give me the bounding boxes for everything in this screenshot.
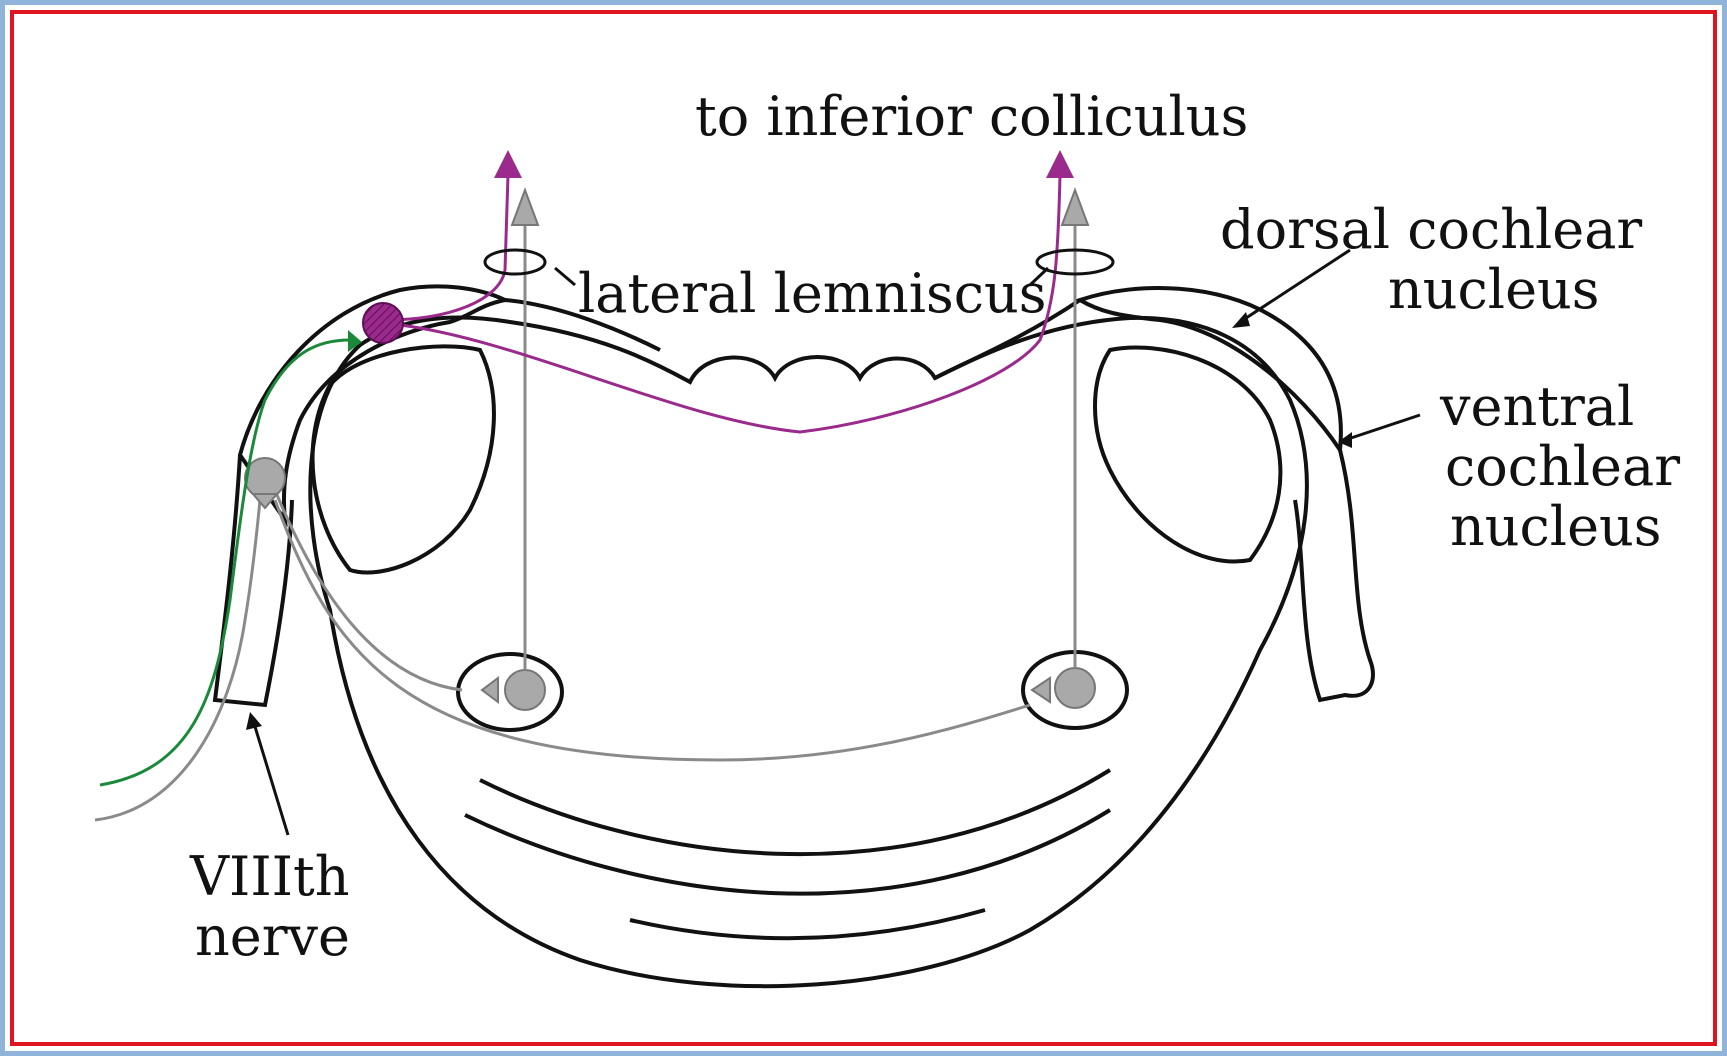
- right-inner-lobe: [1095, 348, 1280, 562]
- dorsal-cochlear-cell: [363, 303, 403, 343]
- label-ventral-line3: nucleus: [1450, 495, 1662, 558]
- ventral-leader: [1345, 415, 1420, 440]
- label-ventral-line1: ventral: [1439, 375, 1634, 438]
- ventral-cochlear-cell: [245, 458, 285, 498]
- label-dorsal-line2: nucleus: [1388, 258, 1600, 321]
- purple-pathway-ipsilateral: [385, 175, 508, 320]
- label-ventral-line2: cochlear: [1445, 435, 1680, 498]
- green-auditory-fiber: [100, 340, 350, 785]
- brainstem-outline: [310, 317, 1307, 986]
- right-dorsal-cochlear-nucleus: [1080, 288, 1341, 450]
- viiith-nerve-fiber: [95, 478, 262, 820]
- bottom-tract-2: [465, 810, 1110, 894]
- gray-projection-contralateral: [275, 500, 1030, 760]
- label-lateral-lemniscus: lateral lemniscus: [578, 262, 1047, 325]
- right-olive-cell: [1055, 668, 1095, 708]
- label-nerve-line1: VIIIth: [189, 845, 349, 908]
- bottom-tract-3: [630, 910, 985, 938]
- label-dorsal-line1: dorsal cochlear: [1220, 198, 1642, 261]
- nerve-leader: [253, 720, 288, 835]
- bottom-tract-1: [480, 770, 1110, 854]
- left-lemniscus-loop: [485, 250, 545, 274]
- left-olive-cell: [505, 670, 545, 710]
- left-inner-lobe: [313, 346, 494, 572]
- label-to-inferior-colliculus: to inferior colliculus: [695, 85, 1248, 148]
- label-nerve-line2: nerve: [195, 905, 350, 968]
